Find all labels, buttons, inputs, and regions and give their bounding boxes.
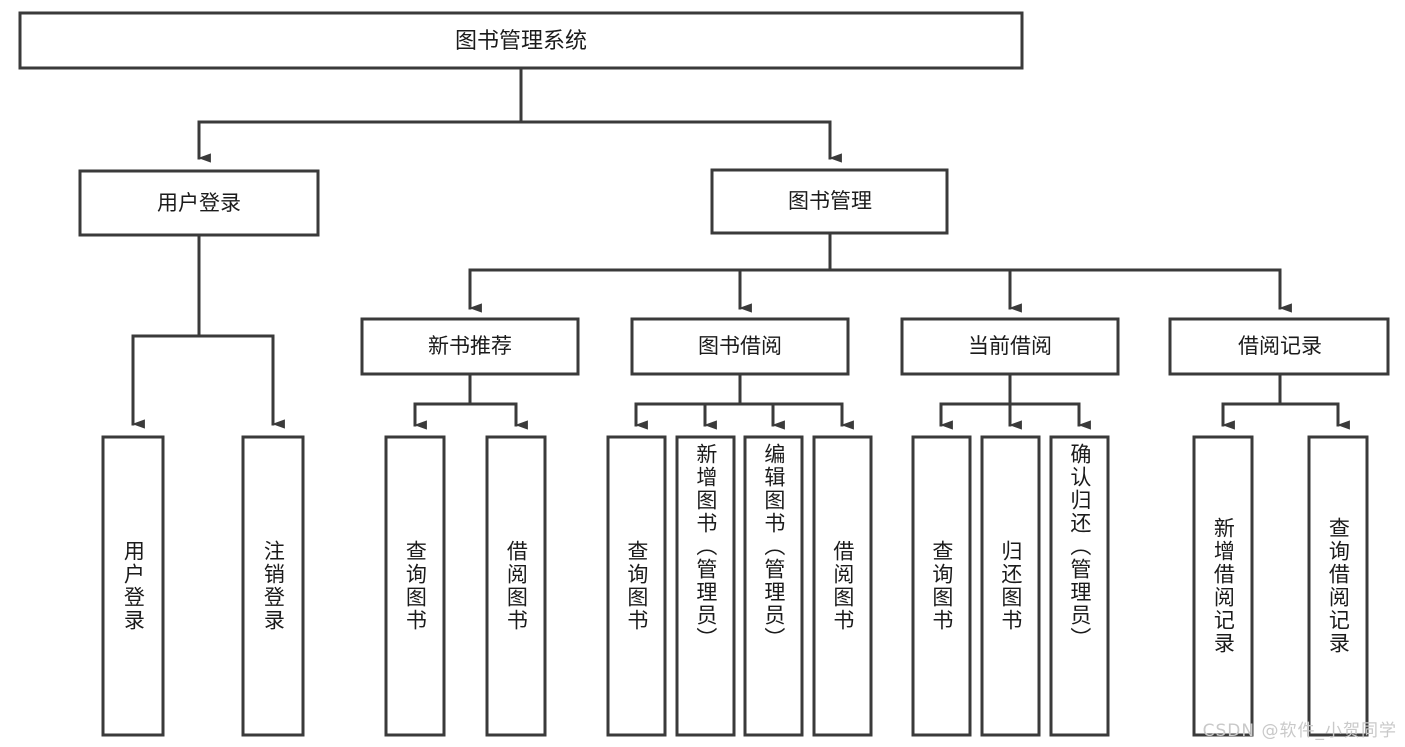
leaf-box-new-book-0[interactable] — [384, 435, 446, 737]
node-root-book-management-system[interactable]: 图书管理系统 — [18, 11, 1024, 70]
connector-root-bus — [197, 67, 842, 163]
leaf-box-current-borrow-1[interactable] — [980, 435, 1041, 737]
node-book-management-label: 图书管理 — [788, 189, 872, 213]
node-user-login-label: 用户登录 — [157, 191, 241, 215]
node-current-borrow-label: 当前借阅 — [968, 334, 1052, 358]
leaf-box-new-book-1[interactable] — [485, 435, 547, 737]
leaf-box-user-login-1[interactable] — [241, 435, 305, 737]
leaf-box-user-login-0[interactable] — [101, 435, 165, 737]
node-user-login[interactable]: 用户登录 — [78, 169, 320, 237]
leaf-box-book-borrow-3[interactable] — [812, 435, 873, 737]
leaf-box-book-borrow-2[interactable] — [743, 435, 804, 737]
connector-current-borrow-bus — [939, 372, 1091, 430]
node-book-borrow[interactable]: 图书借阅 — [630, 317, 850, 376]
leaf-box-borrow-record-0[interactable] — [1192, 435, 1254, 737]
node-root-label: 图书管理系统 — [455, 29, 587, 54]
node-current-borrow[interactable]: 当前借阅 — [900, 317, 1120, 376]
node-borrow-record[interactable]: 借阅记录 — [1168, 317, 1390, 376]
connector-borrow-record-bus — [1221, 372, 1350, 430]
node-new-book-recommend-label: 新书推荐 — [428, 334, 512, 358]
connector-user-login-bus — [131, 234, 285, 429]
leaf-box-borrow-record-1[interactable] — [1307, 435, 1369, 737]
leaf-box-current-borrow-0[interactable] — [911, 435, 972, 737]
leaf-box-book-borrow-1[interactable] — [675, 435, 736, 737]
connector-book-manage-bus — [468, 232, 1292, 313]
node-book-management[interactable]: 图书管理 — [710, 168, 949, 235]
connector-book-borrow-bus — [634, 372, 854, 430]
leaf-box-book-borrow-0[interactable] — [606, 435, 667, 737]
watermark-credit: CSDN @软件_小贺同学 — [1202, 721, 1397, 741]
connector-new-book-bus — [413, 372, 528, 430]
node-book-borrow-label: 图书借阅 — [698, 334, 782, 358]
leaf-box-current-borrow-2[interactable] — [1049, 435, 1110, 737]
node-new-book-recommend[interactable]: 新书推荐 — [360, 317, 580, 376]
node-borrow-record-label: 借阅记录 — [1238, 334, 1322, 358]
